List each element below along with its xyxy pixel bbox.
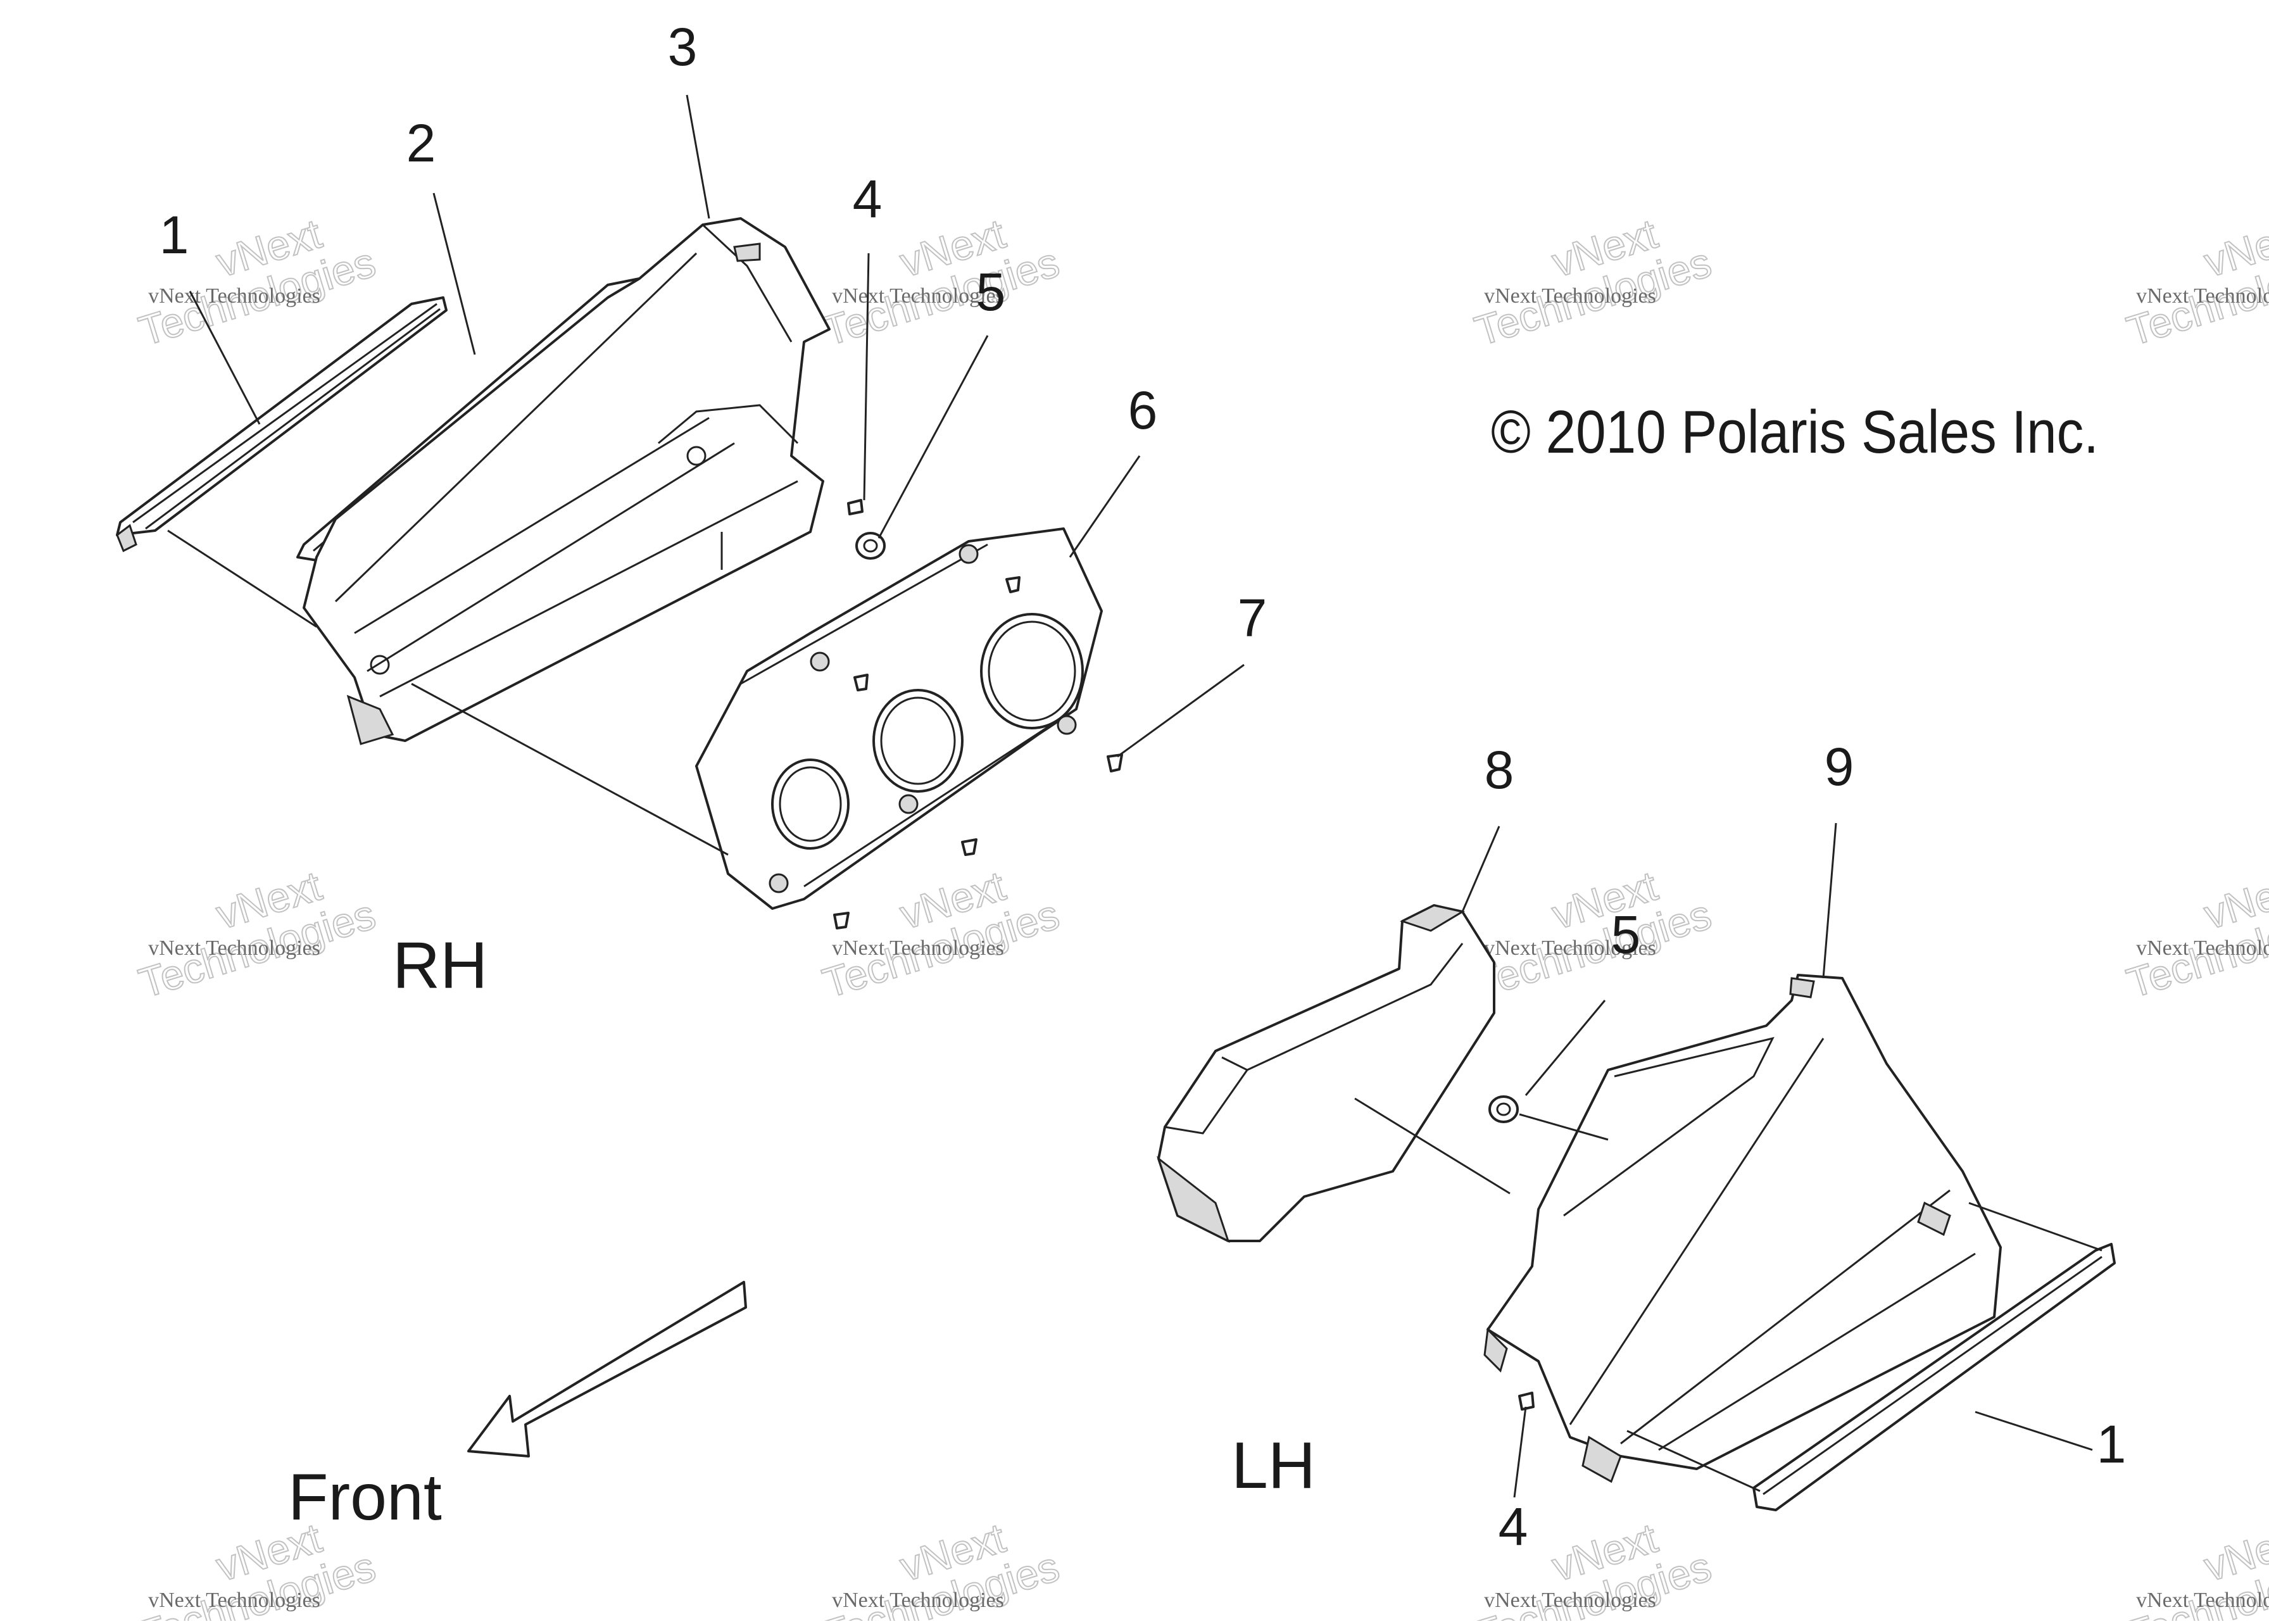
- part-4-screw-rh: [847, 499, 864, 515]
- watermark-text: vNext Technologies: [2136, 284, 2269, 308]
- watermark-text: vNext Technologies: [148, 1589, 320, 1612]
- callout-c3: 3: [668, 17, 698, 77]
- part-9-housing-lh: [1483, 974, 2002, 1483]
- callout-c8: 8: [1485, 740, 1514, 800]
- watermark-text: vNext Technologies: [148, 284, 320, 308]
- explode-line-2: [411, 683, 729, 856]
- watermark-text: vNext Technologies: [1484, 284, 1656, 308]
- lh-assembly: [1157, 904, 2116, 1511]
- callout-c4a: 4: [853, 169, 883, 229]
- part-1-trim-strip-lh: [1752, 1243, 2116, 1511]
- label-rh: RH: [393, 929, 487, 1002]
- watermark-text: vNext Technologies: [2136, 1589, 2269, 1612]
- watermark-text: vNext Technologies: [832, 1589, 1004, 1612]
- part-4-screw-lh: [1518, 1392, 1535, 1411]
- part-1-trim-strip-rh: [116, 296, 448, 553]
- explode-line-1: [167, 529, 317, 628]
- part-6-gauge-panel: [695, 527, 1103, 910]
- front-arrow: [467, 1281, 747, 1457]
- watermark-text: vNext Technologies: [832, 936, 1004, 960]
- watermark-text: vNext Technologies: [1484, 1589, 1656, 1612]
- watermark-text: vNext Technologies: [148, 936, 320, 960]
- callout-c2: 2: [406, 113, 436, 173]
- callout-c1b: 1: [2097, 1414, 2127, 1474]
- part-5-grommet-rh: [855, 532, 886, 560]
- watermark-text: vNext Technologies: [1484, 936, 1656, 960]
- watermark-text: vNext Technologies: [832, 284, 1004, 308]
- callout-c9: 9: [1825, 737, 1854, 796]
- callout-c5b: 5: [1611, 905, 1641, 964]
- explode-line-3: [1354, 1097, 1511, 1195]
- explode-line-6: [1626, 1430, 1761, 1492]
- explode-line-5: [1968, 1202, 2102, 1252]
- part-8-filler-block: [1157, 904, 1495, 1243]
- callout-c6: 6: [1128, 381, 1158, 440]
- callout-leaders: [189, 94, 2093, 1498]
- explode-line-4: [1519, 1113, 1609, 1141]
- callout-labels: 1 2 3 4 5 6 7 8 9 5 1 4: [160, 17, 2127, 1556]
- watermark-text: vNext Technologies: [2136, 936, 2269, 960]
- part-5-grommet-lh: [1488, 1095, 1519, 1123]
- callout-c1a: 1: [160, 205, 189, 265]
- part-7-screws: [833, 576, 1123, 929]
- callout-c5a: 5: [976, 262, 1006, 322]
- rh-assembly: [116, 217, 1123, 929]
- callout-c4b: 4: [1499, 1497, 1528, 1556]
- callout-c7: 7: [1238, 588, 1267, 648]
- copyright-notice: © 2010 Polaris Sales Inc.: [1491, 398, 2099, 466]
- label-lh: LH: [1231, 1429, 1316, 1502]
- label-front: Front: [288, 1461, 442, 1534]
- part-3-housing-rh: [303, 217, 831, 745]
